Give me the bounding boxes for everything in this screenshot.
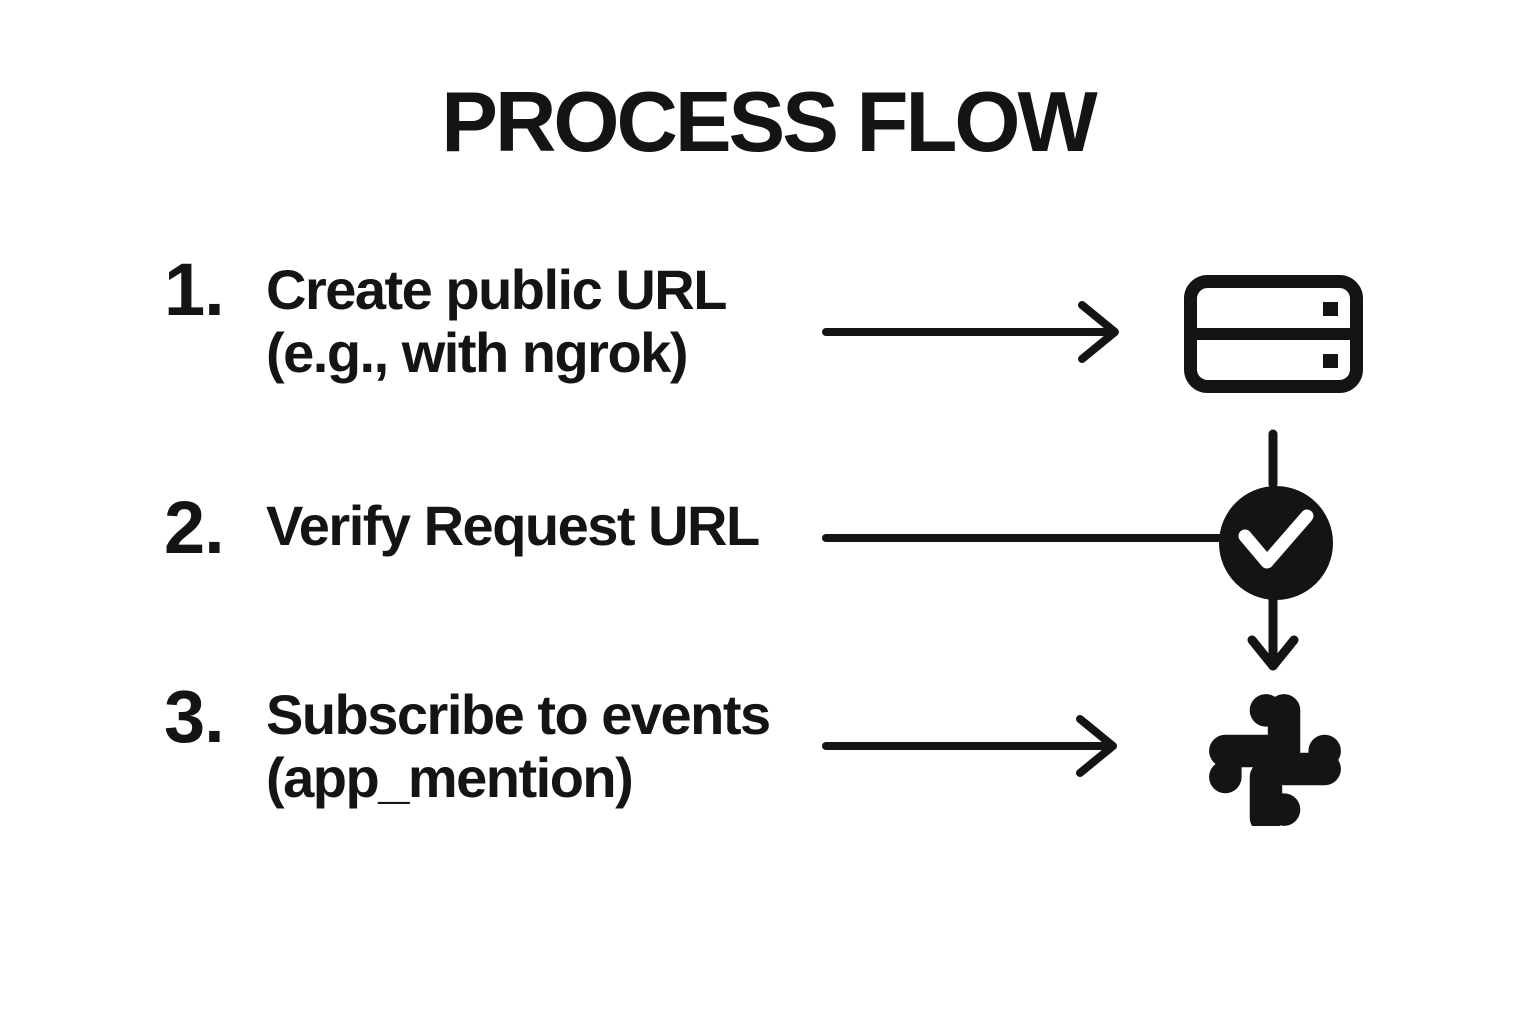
check-circle-icon bbox=[1219, 486, 1333, 600]
step-3-line-1: Subscribe to events bbox=[266, 683, 771, 746]
arrow-down-icon bbox=[1247, 592, 1299, 671]
slack-icon bbox=[1209, 694, 1341, 826]
step-1-line-2: (e.g., with ngrok) bbox=[266, 321, 688, 384]
step-3-number: 3. bbox=[164, 675, 225, 758]
step-1-text: Create public URL (e.g., with ngrok) bbox=[266, 258, 727, 384]
step-3-text: Subscribe to events (app_mention) bbox=[266, 683, 771, 809]
vertical-line-connector bbox=[1268, 429, 1278, 489]
step-2-line-1: Verify Request URL bbox=[266, 494, 760, 557]
arrow-right-icon-step3 bbox=[822, 715, 1117, 777]
step-1-line-1: Create public URL bbox=[266, 258, 727, 321]
server-icon bbox=[1184, 275, 1363, 393]
step-2-number: 2. bbox=[164, 486, 225, 569]
horizontal-line-connector-step2 bbox=[822, 534, 1227, 542]
page-title: PROCESS FLOW bbox=[441, 75, 1097, 170]
step-2-text: Verify Request URL bbox=[266, 494, 760, 557]
step-3-line-2: (app_mention) bbox=[266, 746, 634, 809]
arrow-right-icon-step1 bbox=[822, 301, 1119, 363]
step-1-number: 1. bbox=[164, 248, 225, 331]
